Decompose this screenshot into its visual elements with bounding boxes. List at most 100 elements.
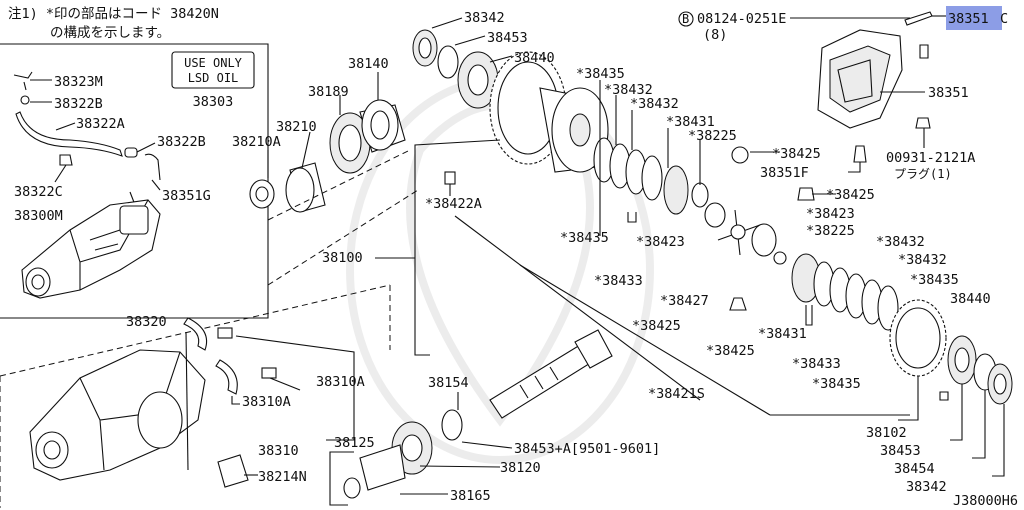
label-38432-b: *38432 [630, 96, 679, 112]
guide-dash-2 [267, 149, 411, 221]
ring-gear-right-bearing [889, 299, 1013, 405]
leader-38322b-2 [136, 142, 156, 153]
label-38435-b: *38435 [910, 272, 959, 288]
label-38125: 38125 [334, 435, 375, 451]
label-38351C-b: C [1000, 11, 1008, 27]
bracket-38431 [805, 305, 813, 326]
label-38322B-2: 38322B [157, 134, 206, 150]
oil-label-line-2: LSD OIL [188, 71, 239, 85]
label-38100: 38100 [322, 250, 363, 266]
label-plug: プラグ(1) [894, 167, 952, 181]
leader-38310a-2 [231, 396, 240, 405]
leader-38320 [185, 331, 189, 471]
leader-38210 [301, 131, 311, 169]
label-38320: 38320 [126, 314, 167, 330]
highlighted-part-38351c[interactable] [946, 6, 1002, 30]
label-38435-c: *38435 [560, 230, 609, 246]
leader-38453a [461, 441, 513, 449]
label-38425-b: *38425 [826, 187, 875, 203]
leader-38322c [54, 164, 67, 183]
label-bolt-qty: (8) [703, 27, 727, 43]
label-38453-top: 38453 [487, 30, 528, 46]
label-38432-d: *38432 [898, 252, 947, 268]
label-38351: 38351 [928, 85, 969, 101]
label-38453-b: 38453 [880, 443, 921, 459]
drive-pinion-assembly [343, 329, 613, 499]
leader-38454 [972, 390, 986, 459]
label-38120: 38120 [500, 460, 541, 476]
label-38322A: 38322A [76, 116, 125, 132]
label-38454: 38454 [894, 461, 935, 477]
label-38440-r: 38440 [950, 291, 991, 307]
label-38427: *38427 [660, 293, 709, 309]
leader-38351f [848, 162, 861, 173]
oil-label-line-1: USE ONLY [184, 56, 243, 70]
label-38342-b: 38342 [906, 479, 947, 495]
label-38214N: 38214N [258, 469, 307, 485]
label-bolt: 08124-0251E [697, 11, 786, 27]
label-38189: 38189 [308, 84, 349, 100]
note-line-1: 注1) *印の部品はコード 38420N [8, 6, 219, 22]
label-38351G: 38351G [162, 188, 211, 204]
label-38310: 38310 [258, 443, 299, 459]
label-38351C-a[interactable]: 38351 [948, 11, 989, 27]
leader-38322a [55, 122, 76, 131]
bracket-38100 [414, 139, 501, 356]
leader-38351g [151, 179, 161, 191]
label-38431-a: *38431 [666, 114, 715, 130]
label-38154: 38154 [428, 375, 469, 391]
diagram-code: J38000H6 [953, 493, 1018, 509]
label-38423-a: *38423 [806, 206, 855, 222]
lsd-clutch-stack-lower [791, 253, 899, 331]
differential-case-group [412, 29, 613, 173]
label-38342-top: 38342 [464, 10, 505, 26]
bolt-38422a [444, 171, 456, 185]
rear-cover-38351 [817, 11, 933, 163]
leader-38102 [898, 376, 919, 421]
label-38165: 38165 [450, 488, 491, 504]
marker-b: B [682, 12, 689, 26]
leader-38453-b [950, 384, 963, 441]
bracket-38310 [235, 335, 355, 441]
label-38421S: *38421S [648, 386, 705, 402]
label-38300M: 38300M [14, 208, 63, 224]
label-38351F: 38351F [760, 165, 809, 181]
bracket-38435 [627, 212, 637, 223]
label-38422A: *38422A [425, 196, 482, 212]
label-38425-d: *38425 [706, 343, 755, 359]
label-38102: 38102 [866, 425, 907, 441]
leader-38342-top [431, 17, 463, 29]
leader-38440-top [489, 55, 513, 63]
note-line-2: の構成を示します。 [50, 25, 170, 41]
group-frame-axle [0, 43, 269, 319]
label-38433-b: *38433 [792, 356, 841, 372]
guide-38102 [519, 264, 771, 416]
lsd-clutch-stack-upper [593, 137, 749, 228]
gear-carrier-38320 [29, 317, 277, 488]
label-38435-d: *38435 [812, 376, 861, 392]
label-38303: 38303 [193, 94, 234, 110]
label-38425-c: *38425 [632, 318, 681, 334]
label-38432-c: *38432 [876, 234, 925, 250]
pinion-seal-parts [249, 99, 406, 213]
pinion-mate-cross [717, 187, 815, 311]
label-38423-b: *38423 [636, 234, 685, 250]
leader-38310a-1 [269, 377, 301, 391]
label-38433-a: *38433 [594, 273, 643, 289]
leader-38342-b [992, 404, 1005, 477]
leader-38421s [454, 215, 701, 401]
label-38210A: 38210A [232, 134, 281, 150]
oil-label-box [171, 51, 255, 89]
bracket-38125 [329, 451, 354, 506]
label-38453A: 38453+A[9501-9601] [514, 441, 660, 457]
label-38432-a: *38432 [604, 82, 653, 98]
leader-38120 [419, 465, 501, 468]
label-38140: 38140 [348, 56, 389, 72]
bolt-code-marker [678, 11, 694, 27]
label-00931: 00931-2121A [886, 150, 975, 166]
label-38322B-1: 38322B [54, 96, 103, 112]
label-38323M: 38323M [54, 74, 103, 90]
label-38225-a: *38225 [688, 128, 737, 144]
